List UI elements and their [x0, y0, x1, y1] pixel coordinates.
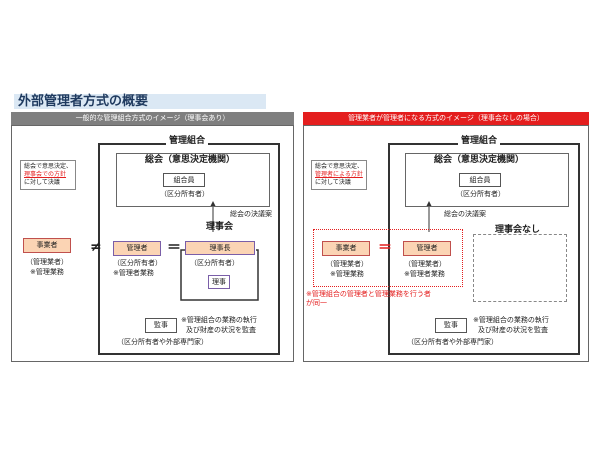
right-no-board-box: [473, 234, 567, 302]
right-general-meeting-box: [405, 153, 569, 207]
right-member-sub: （区分所有者）: [456, 190, 505, 198]
left-org-title: 管理組合: [166, 136, 209, 147]
right-manager-duty: ※管理者業務: [404, 270, 445, 278]
left-panel-header: 一般的な管理組合方式のイメージ（理事会あり）: [11, 112, 294, 125]
right-auditor-note2: 及び財産の状況を監査: [478, 326, 548, 334]
right-auditor-sub: （区分所有者や外部専門家）: [407, 338, 498, 346]
left-director-box: 理事: [208, 275, 230, 289]
left-note-line1: 総会で意思決定、: [24, 163, 73, 170]
left-contractor-sub: （管理業者）: [26, 258, 68, 266]
right-panel-frame: [303, 125, 589, 362]
right-contractor-sub: （管理業者）: [326, 260, 368, 268]
left-resolution-label: 総会の決議案: [230, 210, 272, 218]
right-equal-sign: ＝: [378, 240, 392, 256]
right-resolution-label: 総会の決議案: [444, 210, 486, 218]
left-manager-duty: ※管理者業務: [113, 269, 154, 277]
left-auditor-note2: 及び財産の状況を監査: [186, 326, 256, 334]
left-auditor-note1: ※管理組合の業務の執行: [181, 316, 257, 324]
right-member-box: 組合員: [459, 173, 501, 187]
left-note-line3: に対して決議: [24, 179, 60, 186]
right-note: 総会で意思決定、 管理者による方針 に対して決議: [311, 160, 368, 190]
left-auditor-box: 監事: [145, 318, 177, 333]
right-red-note-line1: ※管理組合の管理者と管理業務を行う者: [306, 290, 431, 298]
left-manager-box: 管理者: [113, 241, 161, 256]
right-no-board-label: 理事会なし: [495, 225, 541, 235]
right-arrow-head: [426, 201, 432, 207]
left-manager-sub: （区分所有者）: [113, 259, 162, 267]
left-note: 総会で意思決定、 理事会での方針 に対して決議: [20, 160, 77, 190]
right-manager-box: 管理者: [403, 241, 451, 256]
right-note-line3: に対して決議: [315, 179, 351, 186]
left-panel-frame: [11, 125, 294, 362]
right-org-title: 管理組合: [458, 136, 501, 147]
left-contractor-duty: ※管理業務: [30, 268, 64, 276]
left-contractor-box: 事業者: [23, 238, 71, 253]
left-general-meeting-box: [116, 153, 270, 207]
left-not-equal-sign: ≠: [90, 239, 102, 255]
left-chairman-sub: （区分所有者）: [190, 259, 239, 267]
right-manager-sub: （管理業者）: [404, 260, 446, 268]
title-band: [14, 94, 266, 109]
left-auditor-sub: （区分所有者や外部専門家）: [117, 338, 208, 346]
right-panel-header: 管理業者が管理者になる方式のイメージ（理事会なしの場合）: [303, 112, 589, 125]
right-general-meeting-label: 総会（意思決定機関）: [434, 155, 525, 165]
right-same-entity-frame: [313, 229, 463, 287]
right-note-line2: 管理者による方針: [315, 171, 363, 178]
left-note-line2: 理事会での方針: [24, 171, 67, 178]
page-title: 外部管理者方式の概要: [18, 94, 149, 109]
left-member-box: 組合員: [163, 173, 205, 187]
right-auditor-box: 監事: [435, 318, 467, 333]
left-board-bracket: [180, 249, 259, 301]
right-red-note-line2: が同一: [306, 299, 327, 307]
left-equal-sign: ＝: [167, 240, 181, 256]
left-general-meeting-label: 総会（意思決定機関）: [145, 155, 236, 165]
left-board-title: 理事会: [206, 222, 234, 232]
right-contractor-box: 事業者: [322, 241, 370, 256]
right-auditor-note1: ※管理組合の業務の執行: [473, 316, 549, 324]
left-arrow-head: [210, 201, 216, 207]
left-member-sub: （区分所有者）: [160, 190, 209, 198]
left-chairman-box: 理事長: [185, 241, 255, 255]
right-note-line1: 総会で意思決定、: [315, 163, 364, 170]
right-contractor-duty: ※管理業務: [330, 270, 364, 278]
